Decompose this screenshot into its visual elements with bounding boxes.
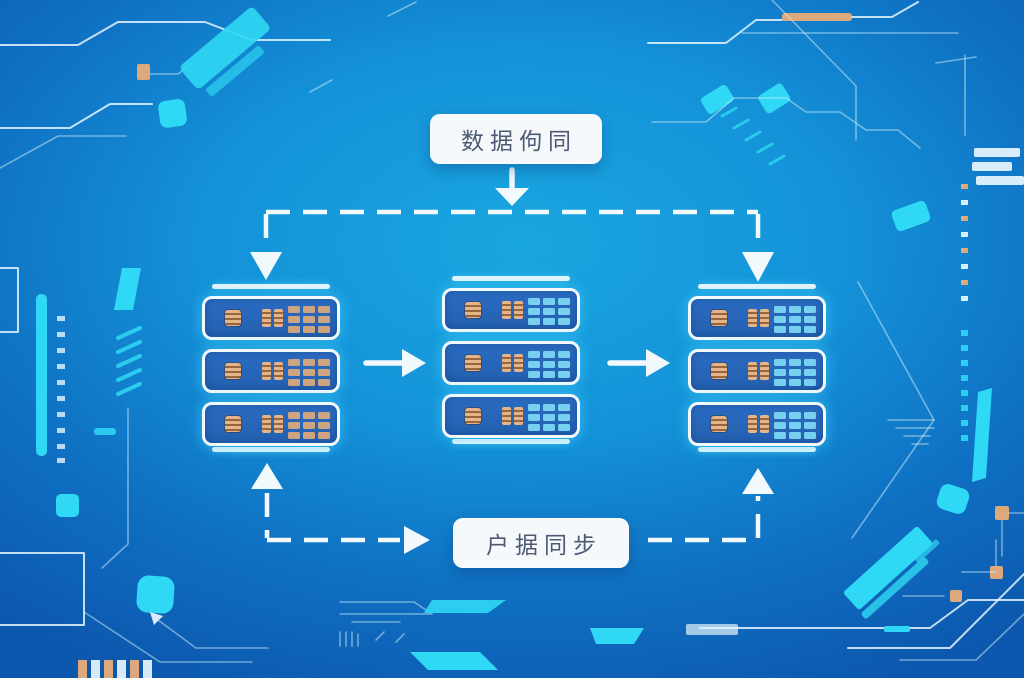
solder-pad [995,506,1009,520]
chip-pair-icon [262,415,283,433]
chip-icon [465,355,481,371]
chip-icon [225,310,241,326]
arrow-bottom-right-up [648,468,774,543]
solder-pad [950,590,962,602]
led-grid [774,359,816,386]
circuit-bottom-left [0,552,269,678]
rack-frame-bottom [452,439,570,444]
circuit-bottom-right [844,526,1024,661]
solder-pad [137,64,150,80]
cyan-slant-bar [972,388,992,482]
led-grid [528,298,570,325]
led-grid [288,412,330,439]
arrow-fanout-right-down [742,214,774,282]
circuit-traces-top-right [647,0,977,232]
cyan-node [936,484,970,514]
cyan-node [56,494,79,517]
chip-bar-diagonal [180,7,270,89]
dash-column [57,316,65,463]
copper-bar [782,13,852,21]
led-grid [288,306,330,333]
server-unit [688,349,826,393]
rack-frame-top [452,276,570,281]
chip-pair-icon [502,407,523,425]
cyan-parallelogram [410,652,498,670]
cyan-dot-column [961,330,968,441]
chip-pair-icon [502,354,523,372]
arrow-fanout-left-down [250,214,282,280]
server-rack-right [688,284,826,452]
chip-pair-icon [748,362,769,380]
trace-arrowhead [150,612,163,625]
server-unit [202,349,340,393]
connector-pins [78,660,152,678]
circuit-bottom-center [339,599,1024,670]
circuit-traces-top-left [0,1,417,169]
led-grid [528,351,570,378]
server-rack-left [202,284,340,452]
cyan-node [158,99,187,128]
led-grid [774,412,816,439]
server-unit [442,341,580,385]
cyan-chip [114,268,141,310]
chip-icon [711,310,727,326]
circuit-left-edge [0,267,142,569]
chip-icon [225,363,241,379]
data-sync-label-bottom: 户据同步 [453,518,629,568]
data-sync-label-top: 数据佝同 [430,114,602,164]
data-sync-label-top-text: 数据佝同 [461,129,577,155]
chip-icon [711,363,727,379]
server-unit [688,296,826,340]
rack-frame-top [212,284,330,289]
chip-pair-icon [262,309,283,327]
server-unit [442,288,580,332]
cyan-tall-bar [36,294,47,456]
led-grid [288,359,330,386]
server-unit [688,402,826,446]
arrow-bottom-left-up [251,463,430,554]
rack-frame-top [698,284,816,289]
cyan-chip [701,84,734,114]
chip-icon [711,416,727,432]
server-rack-middle [442,276,580,444]
arrow-top-label-down [495,167,529,206]
cyan-slash [844,526,932,610]
cyan-node [136,575,175,614]
led-grid [774,306,816,333]
chip-pair-icon [748,309,769,327]
chip-icon [465,302,481,318]
server-unit [202,402,340,446]
data-sync-label-bottom-text: 户据同步 [486,533,602,559]
arrow-left-to-middle [363,349,426,377]
chip-pair-icon [748,415,769,433]
chip-icon [465,408,481,424]
cyan-chip [891,200,931,232]
arrow-middle-to-right [607,349,670,377]
rack-frame-bottom [698,447,816,452]
chip-icon [225,416,241,432]
led-grid [528,404,570,431]
rack-frame-bottom [212,447,330,452]
dash-column [961,184,968,301]
chip-pair-icon [502,301,523,319]
server-unit [442,394,580,438]
server-unit [202,296,340,340]
chip-pair-icon [262,362,283,380]
circuit-right-edge [851,54,1024,557]
